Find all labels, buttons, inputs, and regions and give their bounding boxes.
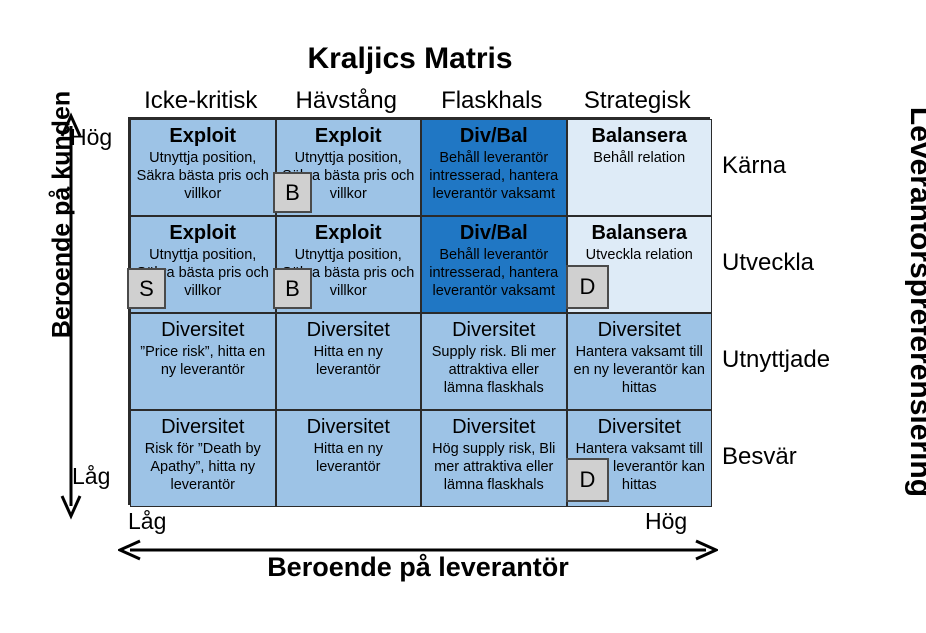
x-axis-title: Beroende på leverantör bbox=[267, 552, 569, 582]
cell-description: Utveckla relation bbox=[585, 247, 693, 263]
y-axis-low-label: Låg bbox=[72, 463, 111, 489]
marker-d-4[interactable]: D bbox=[566, 265, 609, 309]
right-axis-title: Leverantörspreferensiering bbox=[904, 106, 926, 498]
diagram-title: Kraljics Matris bbox=[307, 42, 513, 75]
cell-description: Behåll relation bbox=[593, 150, 686, 166]
x-axis-low-label: Låg bbox=[128, 508, 167, 534]
cell-description: Utnyttja position, Säkra bästa pris och … bbox=[136, 150, 269, 202]
cell-heading: Diversitet bbox=[306, 319, 390, 341]
cell-description: Behåll leverantör intresserad, hantera l… bbox=[429, 247, 559, 299]
cell-heading: Diversitet bbox=[452, 319, 536, 341]
cell-description: Utnyttja position, Säkra bästa pris och … bbox=[282, 150, 415, 202]
cell-heading: Div/Bal bbox=[459, 125, 528, 147]
column-header-1: Icke-kritisk bbox=[144, 87, 258, 114]
cell-description: Behåll leverantör intresserad, hantera l… bbox=[429, 150, 559, 202]
cell-description: Hitta en ny leverantör bbox=[313, 344, 383, 378]
cell-heading: Diversitet bbox=[306, 416, 390, 438]
marker-s-2[interactable]: S bbox=[127, 268, 166, 309]
cell-heading: Diversitet bbox=[597, 416, 681, 438]
row-label-4: Besvär bbox=[722, 442, 797, 470]
cell-heading: Diversitet bbox=[161, 319, 245, 341]
y-axis-arrow-icon bbox=[60, 112, 82, 520]
cell-heading: Div/Bal bbox=[459, 222, 528, 244]
cell-description: Hög supply risk, Bli mer attraktiva elle… bbox=[432, 441, 556, 493]
cell-description: Supply risk. Bli mer attraktiva eller lä… bbox=[431, 344, 556, 396]
cell-heading: Diversitet bbox=[161, 416, 245, 438]
cell-heading: Exploit bbox=[314, 222, 382, 244]
marker-b-1[interactable]: B bbox=[273, 172, 312, 213]
cell-description: ”Price risk”, hitta en ny leverantör bbox=[140, 344, 266, 378]
y-axis-title: Beroende på kunden bbox=[47, 90, 76, 339]
cell-heading: Diversitet bbox=[597, 319, 681, 341]
cell-description: Hantera vaksamt till en ny leverantör ka… bbox=[573, 441, 705, 493]
marker-d-5[interactable]: D bbox=[566, 458, 609, 502]
x-axis-arrow-icon bbox=[118, 539, 718, 561]
row-label-1: Kärna bbox=[722, 151, 787, 179]
cell-heading: Balansera bbox=[591, 125, 688, 147]
cell-description: Utnyttja position, Säkra bästa pris och … bbox=[136, 247, 269, 299]
column-header-2: Hävstång bbox=[295, 87, 397, 114]
matrix-cell-r3-c1[interactable]: Diversitet ”Price risk”, hitta en ny leve… bbox=[130, 313, 276, 410]
cell-heading: Exploit bbox=[169, 222, 237, 244]
cell-heading: Exploit bbox=[314, 125, 382, 147]
row-label-3: Utnyttjade bbox=[722, 345, 831, 373]
x-axis-high-label: Hög bbox=[645, 508, 688, 534]
column-header-3: Flaskhals bbox=[441, 87, 543, 114]
cell-description: Utnyttja position, Säkra bästa pris och … bbox=[282, 247, 415, 299]
cell-heading: Balansera bbox=[591, 222, 688, 244]
cell-description: Hitta en ny leverantör bbox=[313, 441, 383, 475]
cell-heading: Diversitet bbox=[452, 416, 536, 438]
cell-heading: Exploit bbox=[169, 125, 237, 147]
cell-description: Risk för ”Death by Apathy”, hitta ny lev… bbox=[144, 441, 261, 493]
row-label-2: Utveckla bbox=[722, 248, 815, 276]
cell-description: Hantera vaksamt till en ny leverantör ka… bbox=[573, 344, 705, 396]
column-header-4: Strategisk bbox=[583, 87, 691, 114]
marker-b-3[interactable]: B bbox=[273, 268, 312, 309]
